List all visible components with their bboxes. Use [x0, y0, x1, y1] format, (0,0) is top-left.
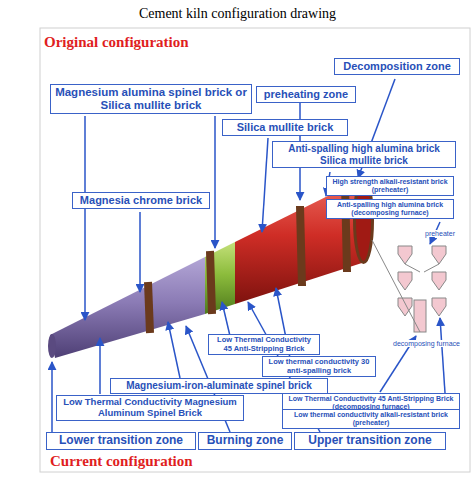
kiln-purple-section	[50, 257, 205, 358]
box-text: Anti-spalling high alumina brick Silica …	[288, 143, 440, 166]
leader-arrow	[262, 138, 268, 232]
duct-line	[405, 264, 420, 272]
leader-arrow	[222, 302, 230, 336]
duct-line	[372, 240, 420, 332]
leader-arrow	[139, 212, 141, 292]
leader-arrow	[168, 322, 180, 378]
calciner-symbol	[414, 300, 426, 332]
box-text: Silica mullite brick	[237, 121, 334, 133]
label-box: Magnesium alumina spinel brick or Silica…	[50, 84, 252, 114]
label-box: Anti-spalling high alumina brick Silica …	[272, 141, 456, 168]
box-text: Low thermal conductivity alkali-resistan…	[294, 411, 448, 426]
box-text: Low Thermal Conductivity 45 Anti-Strippi…	[217, 335, 311, 353]
leader-arrow	[84, 116, 86, 320]
label-box: High strength alkali-resistant brick (pr…	[326, 176, 454, 196]
box-text: preheating zone	[264, 88, 348, 100]
duct-line	[424, 264, 439, 272]
label-box: Magnesia chrome brick	[72, 192, 210, 209]
box-text: Low Thermal Conductivity 45 Anti-Strippi…	[288, 395, 453, 410]
label-box: Burning zone	[198, 432, 292, 450]
label-box: Anti-spalling high alumina brick (decomp…	[326, 199, 454, 219]
label-box: Low thermal conductivity 30 anti-spallin…	[262, 356, 376, 377]
box-text: Anti-spalling high alumina brick (decomp…	[337, 201, 443, 216]
kiln-tire	[300, 206, 302, 286]
cyclone-symbol	[432, 246, 446, 264]
kiln-outlet-end	[48, 334, 56, 358]
label-box: Upper transition zone	[294, 432, 446, 450]
leader-arrow	[214, 116, 216, 248]
box-text: Low Thermal Conductivity Magnesium Alumi…	[63, 396, 237, 418]
label-box: Magnesium-iron-aluminate spinel brick	[110, 378, 328, 394]
label-box: Lower transition zone	[46, 432, 196, 450]
kiln-tire	[148, 282, 150, 333]
kiln-green-section	[205, 242, 235, 314]
box-text: Magnesia chrome brick	[80, 194, 202, 206]
label-box: Silica mullite brick	[222, 119, 348, 136]
config-heading: Current configuration	[50, 453, 193, 470]
label-box: Low Thermal Conductivity 45 Anti-Strippi…	[208, 334, 320, 355]
part-label: decomposing furnace	[392, 340, 461, 347]
picture-frame	[40, 28, 470, 472]
box-text: Lower transition zone	[59, 433, 183, 447]
box-text: Magnesium alumina spinel brick or Silica…	[55, 86, 247, 111]
part-label: preheater	[424, 230, 456, 237]
label-text: preheater	[425, 230, 455, 237]
cyclone-symbol	[432, 298, 446, 316]
title-text: Cement kiln configuration drawing	[139, 6, 336, 21]
box-text: Low thermal conductivity 30 anti-spallin…	[269, 357, 370, 375]
box-text: Decomposition zone	[343, 60, 451, 72]
leader-arrow	[99, 338, 101, 394]
cyclone-symbol	[398, 272, 412, 290]
diagram-title: Cement kiln configuration drawing	[0, 6, 475, 22]
box-text: High strength alkali-resistant brick (pr…	[332, 178, 447, 193]
label-text: decomposing furnace	[393, 340, 460, 347]
cyclone-symbol	[432, 272, 446, 290]
box-text: Burning zone	[207, 433, 284, 447]
preheater-tower	[372, 240, 446, 332]
kiln-tire	[345, 183, 347, 272]
config-heading: Original configuration	[44, 34, 189, 51]
label-box: Low Thermal Conductivity Magnesium Alumi…	[56, 395, 244, 421]
cyclone-symbol	[398, 246, 412, 264]
label-text: Original configuration	[44, 34, 189, 50]
label-box: Low thermal conductivity alkali-resistan…	[282, 409, 460, 429]
label-text: Current configuration	[50, 453, 193, 469]
label-box: preheating zone	[256, 86, 356, 103]
kiln-tire	[210, 251, 212, 314]
box-text: Magnesium-iron-aluminate spinel brick	[126, 380, 312, 391]
label-box: Decomposition zone	[334, 58, 460, 75]
leader-arrow	[51, 362, 53, 432]
box-text: Upper transition zone	[308, 433, 431, 447]
leader-lines	[52, 79, 446, 432]
